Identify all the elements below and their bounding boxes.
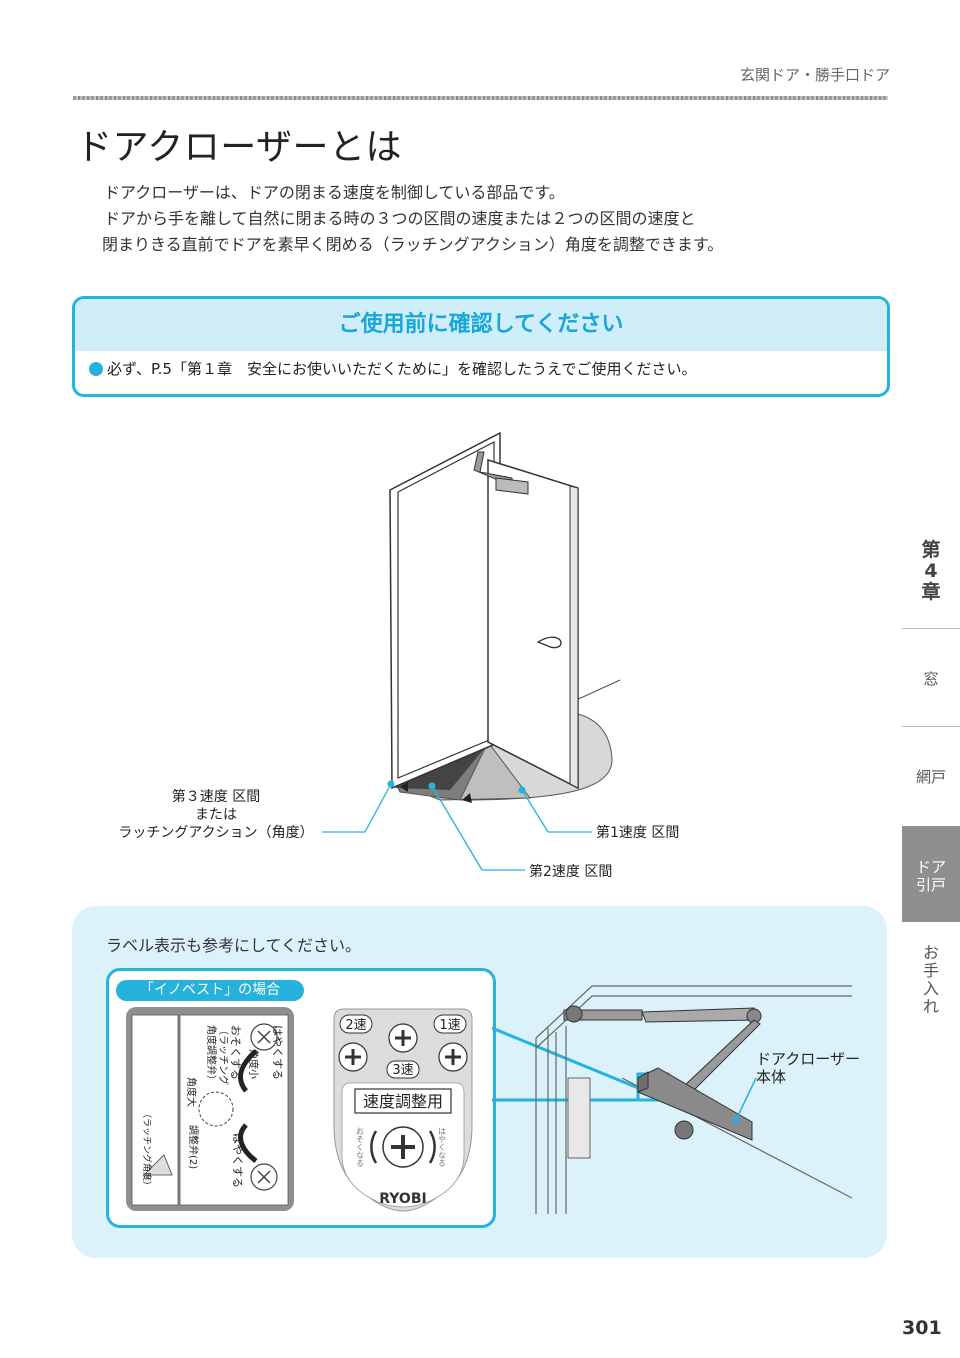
label-speed-2: 第2速度 区間 — [529, 864, 613, 880]
label-a-angle-valve: 角度調整弁） — [205, 1025, 218, 1085]
header-rule — [73, 96, 888, 100]
label-a-valve-2: 調整弁(2) — [187, 1125, 200, 1169]
closer-body — [495, 477, 529, 495]
notice-text: 必ず、P.5「第１章 安全にお使いいただくために」を確認したうえでご使用ください… — [107, 360, 697, 378]
label-a-slow: おそくする — [229, 1025, 242, 1080]
label-a-latching: （ラッチング — [217, 1025, 230, 1085]
tab-care-char: 入 — [922, 979, 939, 998]
curved-arrow-icon — [238, 1123, 258, 1163]
curved-arrow-icon — [238, 1049, 258, 1093]
intro-line: ドアクローザーは、ドアの閉まる速度を制御している部品です。 — [104, 183, 565, 202]
bullet-icon — [89, 362, 103, 376]
page-number: 301 — [902, 1317, 942, 1339]
closer-body-label-line: ドアクローザー — [756, 1050, 860, 1068]
closer-illustration — [492, 985, 853, 1214]
label-a-sticker: はやくする おそくする （ラッチング 角度調整弁） 角度小 角度大 はやくする … — [126, 1007, 294, 1211]
tab-door-line: ドア — [915, 858, 946, 876]
notice-body: 必ず、P.5「第１章 安全にお使いいただくために」を確認したうえでご使用ください… — [75, 351, 887, 391]
tab-screen-door[interactable]: 網戸 — [915, 768, 946, 786]
label-speed-3-line1: 第３速度 区間 — [171, 789, 261, 805]
door-leaf — [487, 458, 579, 790]
notice-title: ご使用前に確認してください — [75, 299, 887, 351]
label-b-fast-side: はやくなる — [438, 1127, 447, 1167]
label-speed-3-line2: または — [195, 807, 237, 823]
label-b-brand: RYOBI — [379, 1191, 426, 1207]
closer-body-label-line: 本体 — [756, 1068, 787, 1086]
tab-chapter-char: 第 — [921, 539, 941, 561]
page-title: ドアクローザーとは — [76, 127, 402, 168]
label-a-latching-angle: （ラッチング角度） — [141, 1109, 153, 1190]
tab-care-char: お — [922, 943, 939, 962]
label-b-speed3: 3速 — [392, 1063, 413, 1078]
door-frame — [389, 431, 501, 790]
tab-door-sliding[interactable]: ドア 引戸 — [902, 826, 960, 922]
label-speed-3: 第３速度 区間 または ラッチングアクション（角度） — [108, 788, 324, 842]
label-b-speed2: 2速 — [345, 1018, 366, 1033]
label-b-title: 速度調整用 — [363, 1092, 443, 1111]
closer-body-label: ドアクローザー 本体 — [756, 1050, 860, 1086]
label-panel-intro: ラベル表示も参考にしてください。 — [106, 936, 362, 955]
intro-line: ドアから手を離して自然に閉まる時の３つの区間の速度または２つの区間の速度と — [104, 209, 696, 228]
tab-chapter-char: 4 — [924, 560, 938, 582]
tab-care-char: 手 — [922, 961, 939, 980]
label-b-speed1: 1速 — [439, 1018, 460, 1033]
intro-line: 閉まりきる直前でドアを素早く閉める（ラッチングアクション）角度を調整できます。 — [102, 235, 724, 254]
tab-window[interactable]: 窓 — [923, 670, 939, 688]
closer-arm — [563, 1009, 643, 1021]
tab-door-line: 引戸 — [915, 876, 946, 894]
intro-text: ドアクローザーは、ドアの閉まる速度を制御している部品です。 ドアから手を離して自… — [102, 180, 864, 258]
tab-chapter-4[interactable]: 第 4 章 — [902, 540, 960, 603]
door-closer-figure — [322, 431, 621, 871]
header-category: 玄関ドア・勝手口ドア — [739, 66, 890, 84]
tab-care[interactable]: お 手 入 れ — [902, 944, 960, 1016]
tab-chapter-char: 章 — [921, 581, 941, 603]
label-speed-3-line3: ラッチングアクション（角度） — [118, 825, 314, 841]
notice-box: ご使用前に確認してください 必ず、P.5「第１章 安全にお使いいただくために」を… — [72, 296, 890, 397]
label-b-slow-side: おそくなる — [356, 1127, 365, 1167]
label-a-angle-large: 角度大 — [185, 1077, 198, 1107]
label-a-angle-small: 角度小 — [247, 1049, 260, 1079]
label-a-fast-2: はやくする — [231, 1133, 244, 1188]
case-tag: 「イノベスト」の場合 — [116, 980, 304, 1001]
label-b-sticker: 2速 1速 3速 速度調整用 おそくなる はやくなる RYOBI — [333, 1008, 473, 1212]
tab-care-char: れ — [922, 997, 939, 1016]
label-a-fast: はやくする — [271, 1025, 284, 1080]
door-handle-icon — [536, 636, 562, 649]
label-speed-1: 第1速度 区間 — [596, 825, 680, 841]
